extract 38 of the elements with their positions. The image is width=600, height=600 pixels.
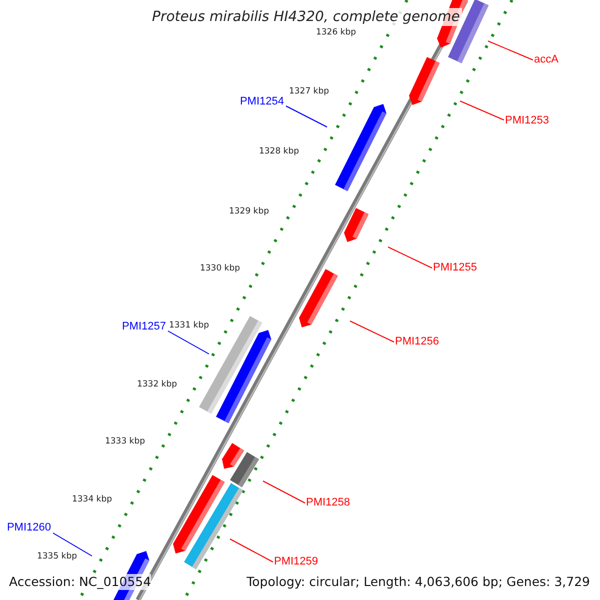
gene-label: accA <box>534 54 558 66</box>
gene-label: PMI1254 <box>240 96 284 108</box>
leader-line <box>460 100 504 120</box>
gene-feature-bar <box>299 268 338 327</box>
tick-label: 1332 kbp <box>136 380 178 390</box>
tick-label: 1326 kbp <box>316 28 356 38</box>
accession-text: Accession: NC_010554 <box>9 574 152 590</box>
leader-line <box>262 480 306 504</box>
leader-line <box>230 538 274 562</box>
gene-feature-bar <box>216 330 272 424</box>
gene-feature-bar <box>230 452 259 488</box>
leader-line <box>286 106 328 128</box>
tick-label: 1333 kbp <box>104 436 146 448</box>
gene-label: PMI1259 <box>274 556 318 568</box>
leader-line <box>488 40 534 60</box>
tick-label: 1330 kbp <box>200 264 240 274</box>
gene-label: PMI1253 <box>505 114 550 128</box>
gene-feature-bar <box>344 208 368 242</box>
gene-feature-bar <box>184 483 243 570</box>
gene-label: PMI1258 <box>306 496 350 510</box>
tick-label: 1327 kbp <box>288 86 330 98</box>
gene-feature-bar <box>334 104 386 192</box>
leader-line <box>168 330 210 354</box>
tick-label: 1331 kbp <box>168 320 210 332</box>
tick-label: 1328 kbp <box>258 146 300 158</box>
gene-label: PMI1260 <box>6 522 51 534</box>
gene-feature-bar <box>408 57 440 105</box>
tick-label: 1335 kbp <box>36 552 78 562</box>
leader-line <box>52 532 92 556</box>
gene-label: PMI1256 <box>395 336 440 348</box>
leader-line <box>350 320 394 342</box>
genome-stats-text: Topology: circular; Length: 4,063,606 bp; Genes: 3,729 <box>246 574 590 590</box>
tick-label: 1329 kbp <box>228 206 270 218</box>
gene-label: PMI1255 <box>433 262 478 274</box>
gene-label: PMI1257 <box>122 320 166 334</box>
leader-line <box>388 246 432 268</box>
tick-label: 1334 kbp <box>72 494 112 506</box>
map-title: Proteus mirabilis HI4320, complete genome <box>150 8 462 26</box>
